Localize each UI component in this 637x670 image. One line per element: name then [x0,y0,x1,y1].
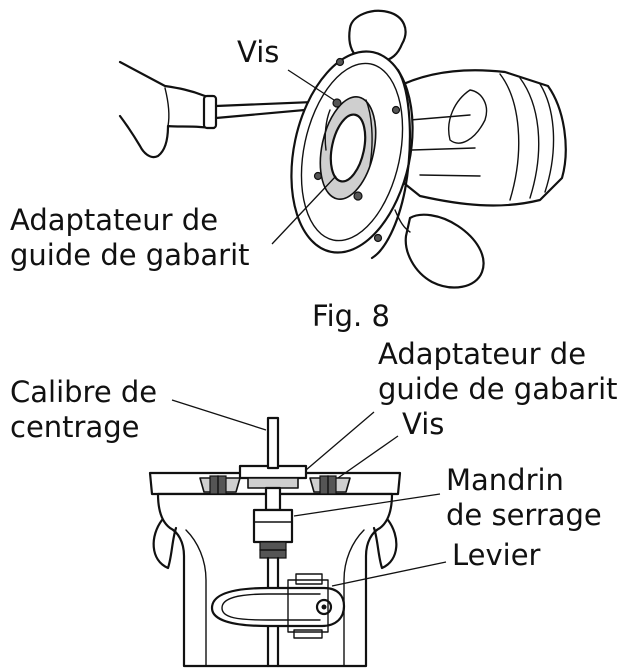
centering-gauge-shank [264,486,282,512]
leader-vis-top [287,69,335,101]
label-adapter-bottom-line2: guide de gabarit [378,372,618,406]
label-vis-top: Vis [237,35,279,69]
label-collet-line1: Mandrin [446,463,564,497]
figure-caption: Fig. 8 [312,299,390,333]
leader-adapter-top [271,175,337,245]
label-collet-line2: de serrage [446,498,602,532]
router-bottom-knob [404,213,485,289]
centering-gauge-pin [266,416,280,470]
leader-gauge [171,399,267,431]
leader-collet [293,493,441,517]
adapter-screw [332,98,342,108]
label-adapter-bottom-line1: Adaptateur de [378,337,586,371]
label-vis-bottom: Vis [402,407,444,441]
label-gauge-line2: centrage [10,410,139,444]
leader-adapter-bottom [305,411,375,471]
leader-lever [331,561,447,587]
label-gauge-line1: Calibre de [10,375,157,409]
screwdriver-handle [202,94,218,130]
hand [118,60,216,159]
base-screw [373,233,383,243]
router-motor-body [393,69,567,207]
lever [210,586,346,628]
bottom-illustration [148,399,447,668]
top-illustration [118,9,567,289]
label-adapter-top-line2: guide de gabarit [10,238,250,272]
base-screw [391,105,401,115]
label-adapter-top-line1: Adaptateur de [10,203,218,237]
leader-vis-bottom [337,435,399,479]
adapter-screw [353,191,363,201]
label-lever: Levier [452,538,541,572]
collet-chuck [252,508,294,544]
base-screw [335,57,345,67]
